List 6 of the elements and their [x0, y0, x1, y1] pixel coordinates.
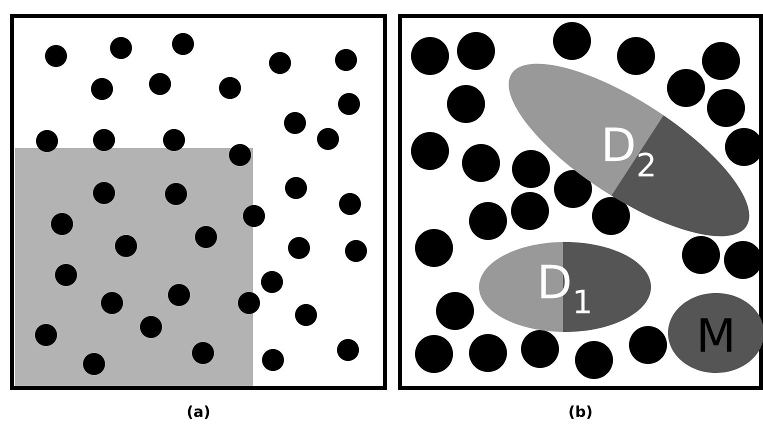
node-label: (a)	[188, 406, 210, 419]
node-label: (b)	[570, 406, 592, 419]
panel-frame: (a)	[10, 14, 387, 419]
circle-region: M	[668, 293, 763, 373]
ellipse-region: D$_{2}$	[508, 64, 750, 236]
shaded-region	[15, 148, 253, 386]
